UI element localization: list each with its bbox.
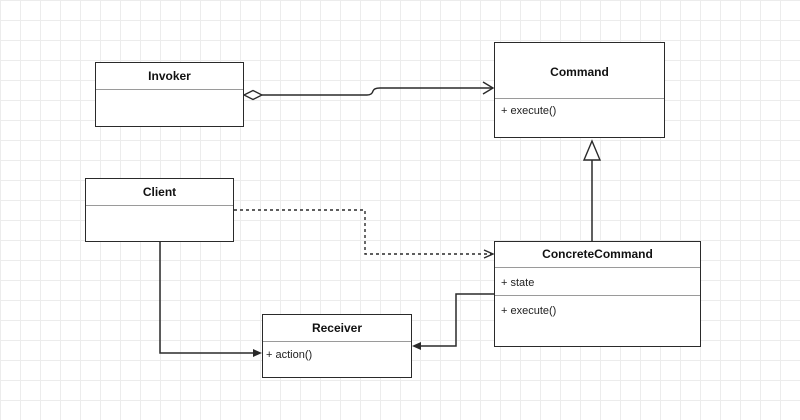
method-execute: + execute() xyxy=(501,305,557,317)
aggregation-diamond xyxy=(242,89,264,101)
method-action: + action() xyxy=(266,349,313,361)
association-arrowhead xyxy=(412,342,421,350)
class-name: Invoker xyxy=(148,69,191,83)
inheritance-triangle xyxy=(582,139,602,161)
compartment-divider xyxy=(495,267,700,268)
class-name: Client xyxy=(142,185,177,199)
attribute-state: + state xyxy=(501,277,535,289)
class-receiver[interactable]: Receiver + action() xyxy=(262,314,412,378)
concrete-receiver-association xyxy=(412,293,494,350)
class-name: Command xyxy=(550,65,609,79)
compartment-divider xyxy=(495,295,700,296)
client-receiver-association xyxy=(159,242,262,357)
method-execute: + execute() xyxy=(501,105,557,117)
class-concrete-command[interactable]: ConcreteCommand + state + execute() xyxy=(494,241,701,347)
class-name: Receiver xyxy=(311,321,363,335)
invoker-command-aggregation xyxy=(242,81,495,101)
class-command[interactable]: Command + execute() xyxy=(494,42,665,138)
compartment-divider xyxy=(495,98,664,99)
compartment-divider xyxy=(96,89,243,90)
class-client[interactable]: Client xyxy=(85,178,234,242)
dependency-arrowhead xyxy=(483,249,495,259)
association-arrowhead xyxy=(253,349,262,357)
concrete-command-inheritance xyxy=(582,139,602,241)
open-arrowhead xyxy=(482,81,495,95)
class-invoker[interactable]: Invoker xyxy=(95,62,244,127)
class-name: ConcreteCommand xyxy=(542,247,653,261)
compartment-divider xyxy=(86,205,233,206)
compartment-divider xyxy=(263,341,411,342)
client-concrete-dependency xyxy=(234,209,495,259)
